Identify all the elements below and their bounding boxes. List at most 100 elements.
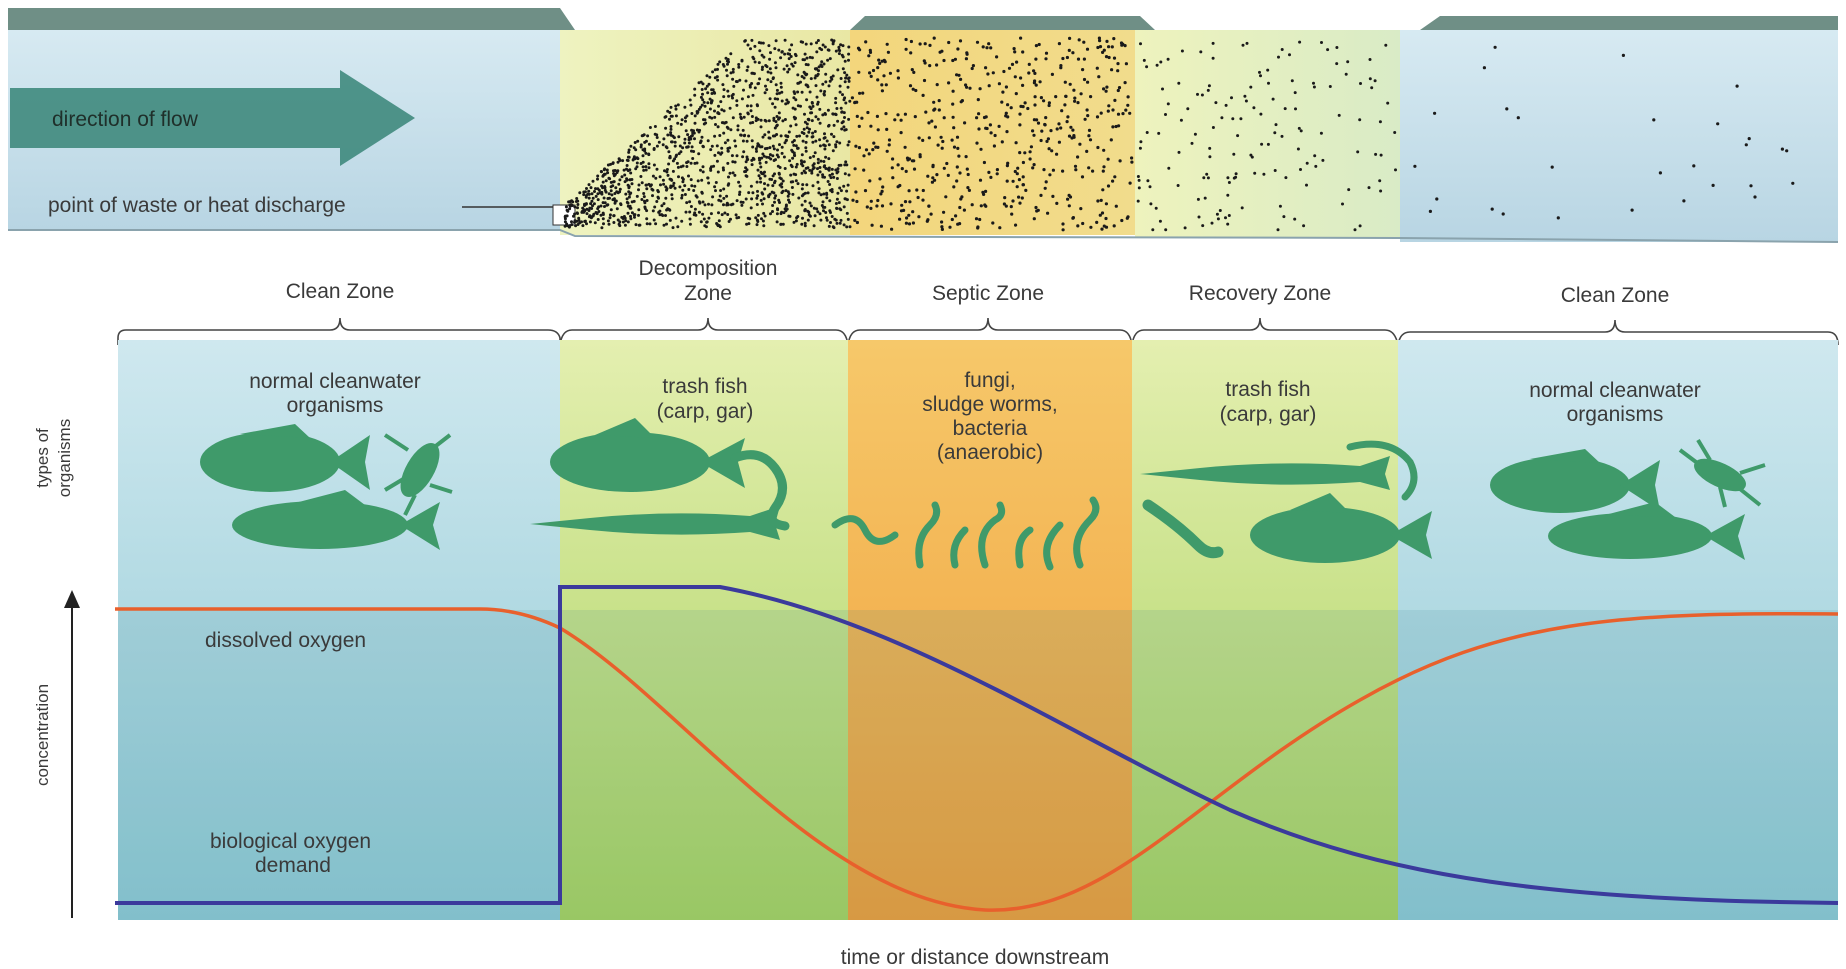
pollutant-dot	[853, 219, 856, 222]
pollutant-dot	[795, 166, 798, 169]
pollutant-dot	[776, 208, 779, 211]
pollutant-dot	[734, 145, 737, 148]
pollutant-dot	[775, 125, 778, 128]
pollutant-dot	[769, 51, 772, 54]
pollutant-dot	[811, 102, 814, 105]
pollutant-dot	[661, 214, 664, 217]
pollutant-dot	[801, 183, 804, 186]
pollutant-dot	[727, 127, 730, 130]
pollutant-dot	[1146, 131, 1149, 134]
pollutant-dot	[1359, 224, 1362, 227]
pollutant-dot	[690, 184, 693, 187]
pollutant-dot	[735, 104, 738, 107]
pollutant-dot	[943, 167, 946, 170]
organisms-septic-line4: (anaerobic)	[937, 441, 1043, 464]
pollutant-dot	[835, 107, 838, 110]
pollutant-dot	[1149, 185, 1152, 188]
pollutant-dot	[626, 164, 629, 167]
pollutant-dot	[777, 156, 780, 159]
pollutant-dot	[1022, 183, 1025, 186]
pollutant-dot	[1080, 92, 1083, 95]
pollutant-dot	[1272, 98, 1275, 101]
pollutant-dot	[706, 85, 709, 88]
pollutant-dot	[762, 224, 765, 227]
pollutant-dot	[640, 198, 643, 201]
pollutant-dot	[628, 196, 631, 199]
pollutant-dot	[827, 48, 830, 51]
pollutant-dot	[736, 199, 739, 202]
pollutant-dot	[780, 82, 783, 85]
pollutant-dot	[782, 190, 785, 193]
pollutant-dot	[823, 137, 826, 140]
pollutant-dot	[781, 100, 784, 103]
pollutant-dot	[732, 71, 735, 74]
pollutant-dot	[785, 139, 788, 142]
pollutant-dot	[836, 171, 839, 174]
pollutant-dot	[989, 46, 992, 49]
pollutant-dot	[1095, 221, 1098, 224]
pollutant-dot	[627, 220, 630, 223]
pollutant-dot	[776, 149, 779, 152]
pollutant-dot	[813, 224, 816, 227]
pollutant-dot	[835, 140, 838, 143]
pollutant-dot	[880, 225, 883, 228]
pollutant-dot	[582, 191, 585, 194]
pollutant-dot	[651, 194, 654, 197]
pollutant-dot	[1505, 107, 1508, 110]
pollutant-dot	[1379, 120, 1382, 123]
pollutant-dot	[817, 101, 820, 104]
pollutant-dot	[669, 133, 672, 136]
pollutant-dot	[1040, 96, 1043, 99]
pollutant-dot	[1380, 154, 1383, 157]
pollutant-dot	[1006, 180, 1009, 183]
pollutant-dot	[695, 194, 698, 197]
pollutant-dot	[830, 176, 833, 179]
pollutant-dot	[767, 184, 770, 187]
pollutant-dot	[964, 83, 967, 86]
pollutant-dot	[690, 112, 693, 115]
pollutant-dot	[698, 108, 701, 111]
pollutant-dot	[697, 179, 700, 182]
pollutant-dot	[618, 190, 621, 193]
pollutant-dot	[652, 175, 655, 178]
pollutant-dot	[693, 88, 696, 91]
pollutant-dot	[693, 94, 696, 97]
pollutant-dot	[843, 71, 846, 74]
pollutant-dot	[1111, 108, 1114, 111]
pollutant-dot	[603, 197, 606, 200]
river-recovery-zone	[1135, 30, 1400, 238]
pollutant-dot	[908, 222, 911, 225]
pollutant-dot	[700, 220, 703, 223]
pollutant-dot	[1010, 213, 1013, 216]
pollutant-dot	[807, 118, 810, 121]
zone-title-clean-downstream: Clean Zone	[1561, 284, 1670, 307]
pollutant-dot	[1102, 87, 1105, 90]
organisms-clean-downstream-line1: normal cleanwater	[1529, 379, 1701, 402]
pollutant-dot	[739, 113, 742, 116]
pollutant-dot	[835, 202, 838, 205]
pollutant-dot	[803, 77, 806, 80]
pollutant-dot	[781, 119, 784, 122]
pollutant-dot	[794, 61, 797, 64]
pollutant-dot	[707, 217, 710, 220]
pollutant-dot	[824, 73, 827, 76]
pollutant-dot	[941, 147, 944, 150]
pollutant-dot	[763, 171, 766, 174]
pollutant-dot	[785, 99, 788, 102]
pollutant-dot	[1167, 102, 1170, 105]
pollutant-dot	[885, 128, 888, 131]
pollutant-dot	[612, 172, 615, 175]
pollutant-dot	[1251, 156, 1254, 159]
pollutant-dot	[592, 180, 595, 183]
pollutant-dot	[1126, 215, 1129, 218]
pollutant-dot	[731, 154, 734, 157]
pollutant-dot	[1124, 44, 1127, 47]
pollutant-dot	[664, 214, 667, 217]
pollutant-dot	[664, 127, 667, 130]
pollutant-dot	[1622, 54, 1625, 57]
pollutant-dot	[775, 83, 778, 86]
pollutant-dot	[984, 190, 987, 193]
pollutant-dot	[636, 162, 639, 165]
pollutant-dot	[613, 192, 616, 195]
pollutant-dot	[617, 183, 620, 186]
